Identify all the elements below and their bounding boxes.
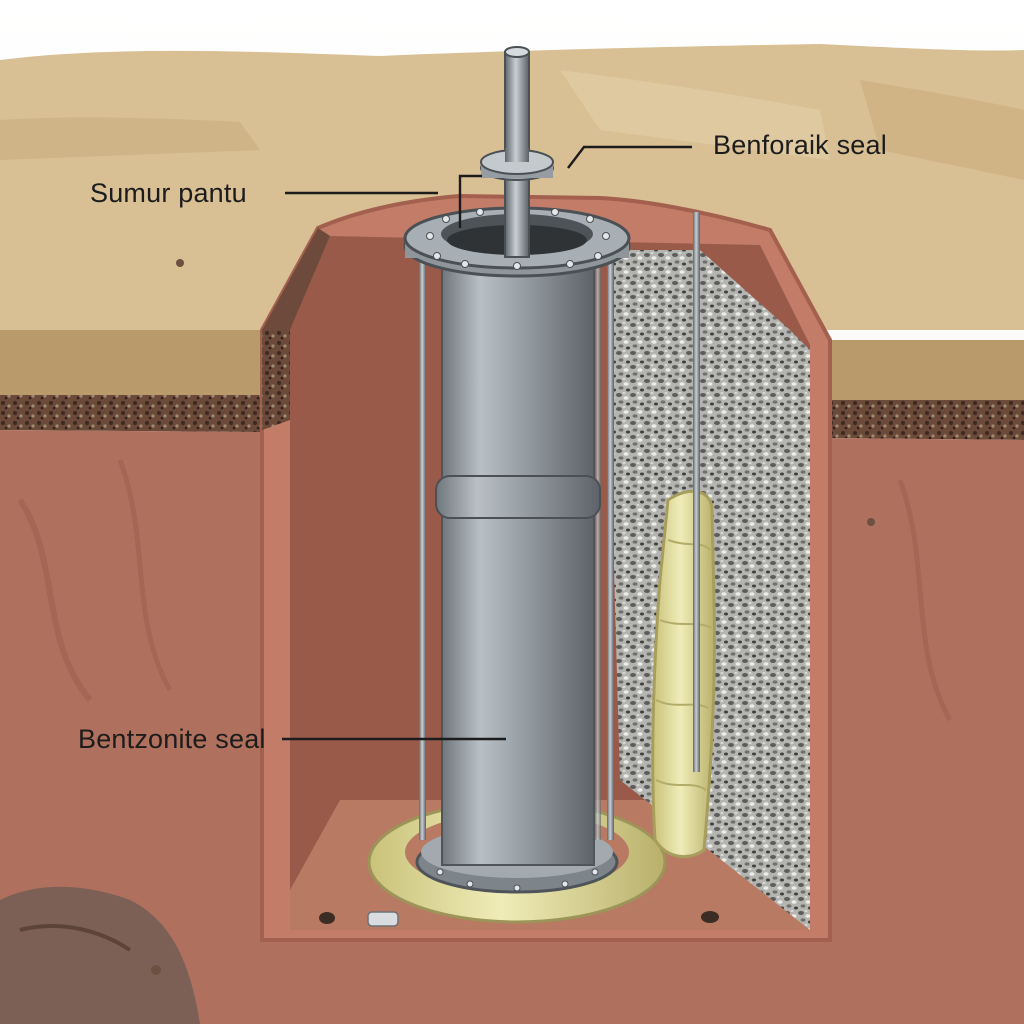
casing-coupling <box>435 475 601 519</box>
pebble-band-left <box>0 395 262 432</box>
sand-layer-face-right <box>830 340 1024 400</box>
leader-top-left-bracket <box>458 174 482 228</box>
label-bentzonite-seal: Bentzonite seal <box>78 724 266 754</box>
well-casing <box>441 254 595 866</box>
pebble-band-right <box>830 400 1024 440</box>
support-rod <box>419 262 426 840</box>
support-rod <box>607 262 614 840</box>
soil-left <box>0 430 262 1024</box>
sand-layer-face-left <box>0 330 262 395</box>
label-benforaik-seal: Benforaik seal <box>713 130 887 160</box>
leader-top-right <box>567 145 692 169</box>
soil-right <box>830 438 1024 1024</box>
rock <box>0 886 200 1024</box>
support-rod <box>595 262 601 840</box>
monitoring-rod <box>693 212 700 772</box>
label-sumur-pantu: Sumur pantu <box>90 178 247 208</box>
callout-leaders <box>282 145 692 741</box>
